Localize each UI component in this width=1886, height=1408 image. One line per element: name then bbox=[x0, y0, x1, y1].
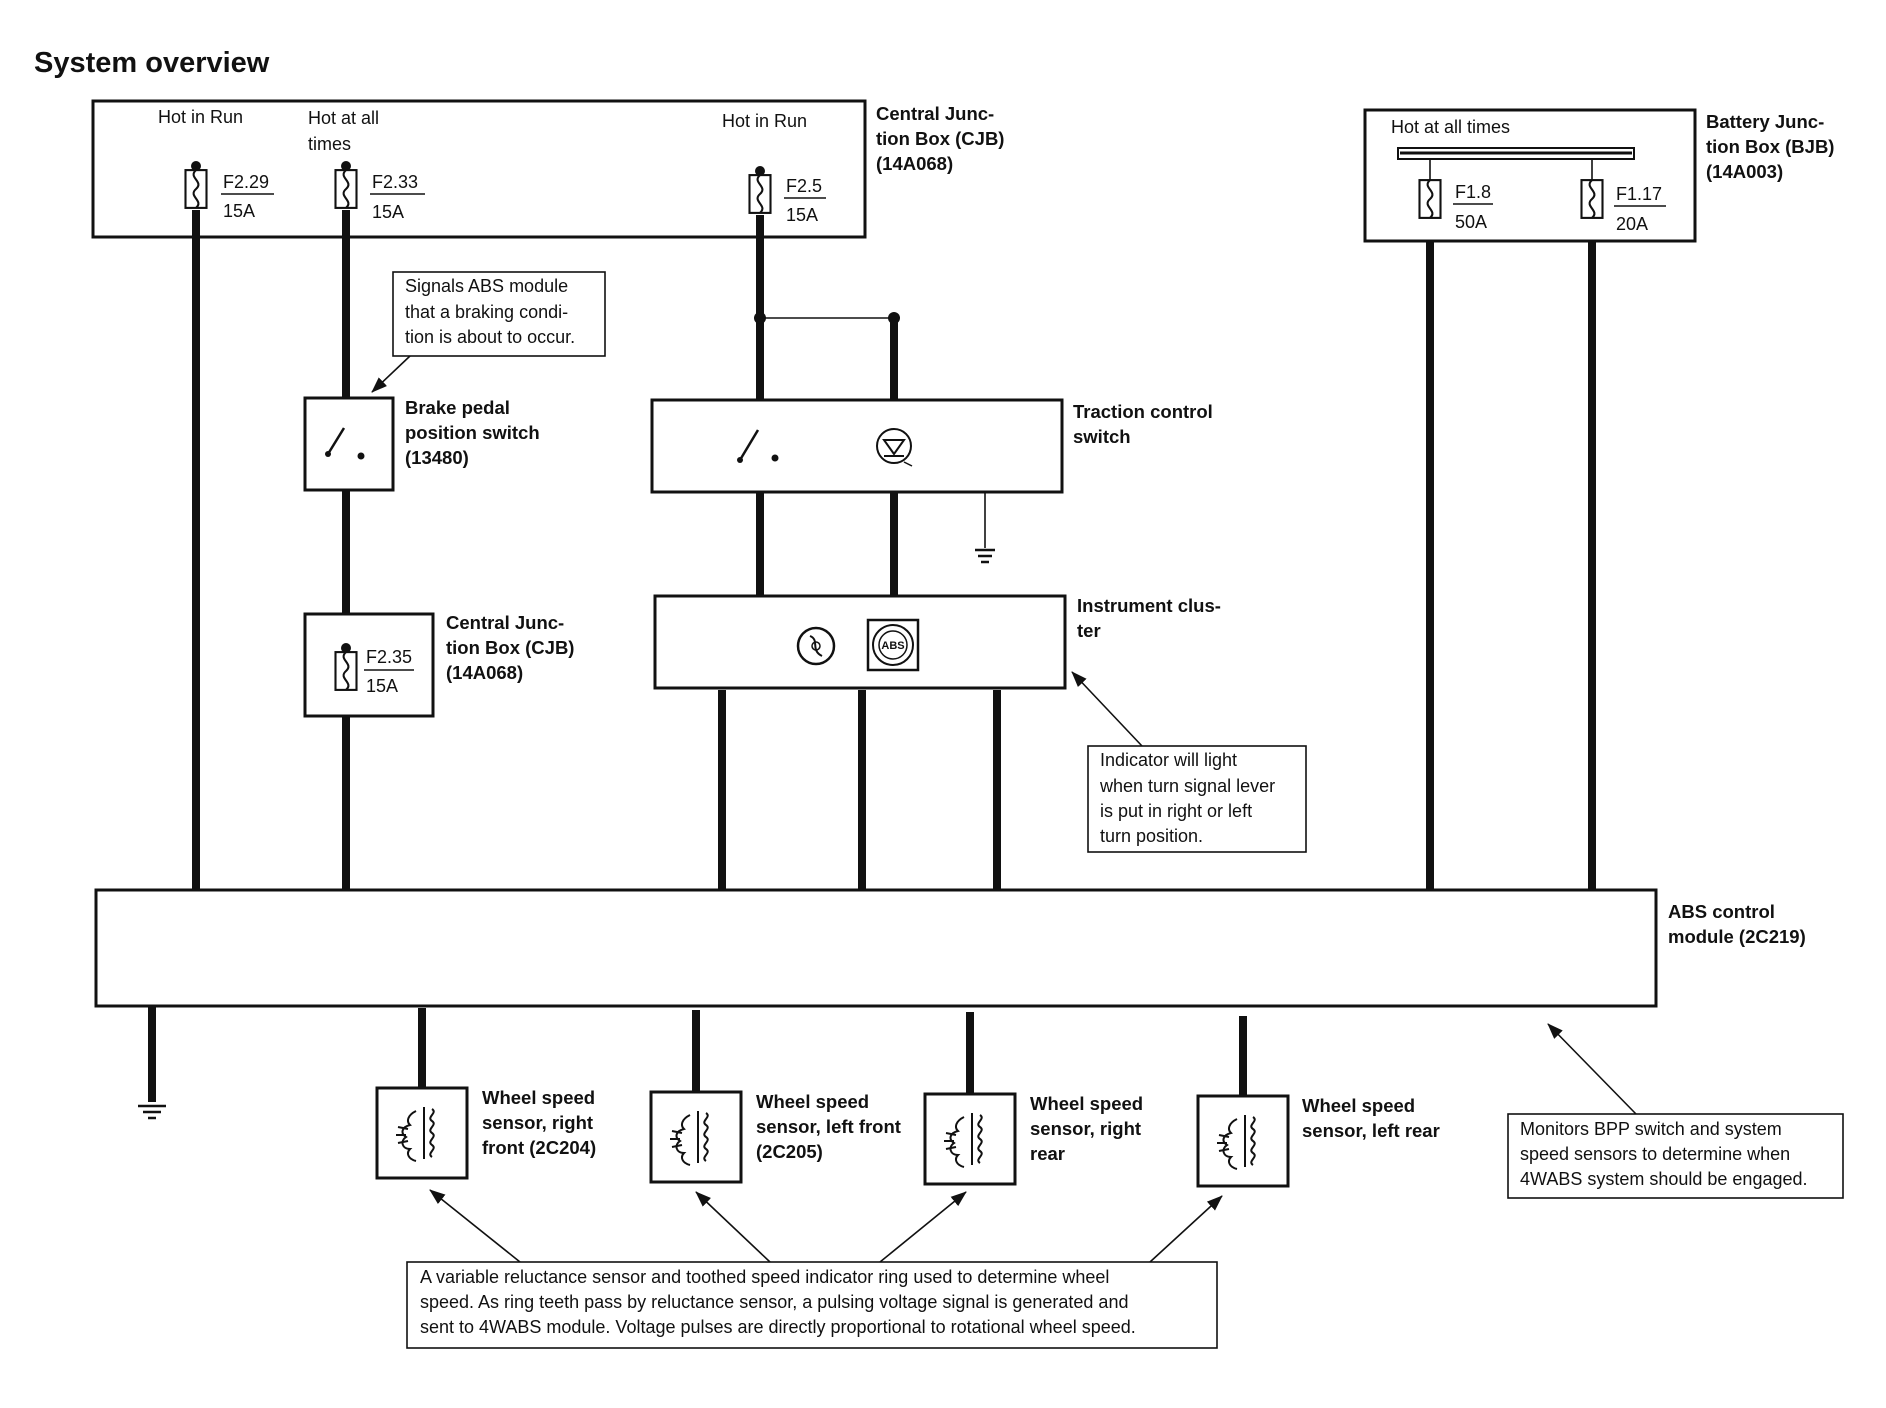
cluster-callout-text: Indicator will light when turn signal le… bbox=[1099, 750, 1280, 846]
svg-text:F1.17: F1.17 bbox=[1616, 184, 1662, 204]
svg-text:Wheel speed sensor, left: Wheel speed sensor, left front (2C205) bbox=[756, 1091, 906, 1162]
cjb-top: Central Junc- tion Box (CJB) (14A068) Ho… bbox=[91, 99, 1010, 239]
svg-text:Wheel speed sensor, left: Wheel speed sensor, left rear bbox=[1302, 1095, 1440, 1141]
sensor-callout-text: A variable reluctance sensor and toothed… bbox=[420, 1267, 1136, 1337]
wheel-sensor-left-front: Wheel speed sensor, left front (2C205) bbox=[649, 1090, 906, 1184]
svg-text:Wheel speed sensor, righ: Wheel speed sensor, right rear bbox=[1030, 1093, 1148, 1164]
abs-indicator-icon: ABS bbox=[866, 618, 920, 672]
abs-callout: Monitors BPP switch and system speed sen… bbox=[1507, 1023, 1844, 1199]
abs-control-module: ABS control module (2C219) bbox=[94, 888, 1806, 1008]
brake-switch-name: Brake pedal position switch (13480) bbox=[405, 397, 545, 468]
abs-callout-text: Monitors BPP switch and system speed sen… bbox=[1520, 1119, 1808, 1189]
svg-text:15A: 15A bbox=[786, 205, 818, 225]
traction-control-switch: Traction control switch bbox=[650, 398, 1218, 494]
fuse-f1-8: F1.8 50A bbox=[1418, 159, 1493, 232]
fuse-f2-29: F2.29 15A bbox=[184, 161, 274, 221]
svg-text:15A: 15A bbox=[372, 202, 404, 222]
hot-label-3: Hot in Run bbox=[722, 111, 807, 131]
bjb-box bbox=[1363, 108, 1697, 243]
svg-text:50A: 50A bbox=[1455, 212, 1487, 232]
hot-label-1: Hot in Run bbox=[158, 107, 243, 127]
wheel-sensor-right-rear: Wheel speed sensor, right rear bbox=[923, 1092, 1148, 1186]
traction-switch-name: Traction control switch bbox=[1073, 401, 1218, 447]
page-title: System overview bbox=[34, 47, 270, 79]
abs-module-box bbox=[94, 888, 1658, 1008]
traction-switch-box bbox=[650, 398, 1064, 494]
bjb-hot-label: Hot at all times bbox=[1391, 117, 1510, 137]
svg-text:F2.5: F2.5 bbox=[786, 176, 822, 196]
bjb: Hot at all times Battery Junc- tion Box … bbox=[1363, 108, 1840, 243]
cluster-callout: Indicator will light when turn signal le… bbox=[1071, 671, 1307, 853]
svg-text:F2.33: F2.33 bbox=[372, 172, 418, 192]
ground-icon bbox=[975, 548, 995, 564]
svg-text:20A: 20A bbox=[1616, 214, 1648, 234]
cjb-mid: F2.35 15A Central Junc- tion Box (CJB) (… bbox=[303, 612, 580, 718]
svg-text:F2.29: F2.29 bbox=[223, 172, 269, 192]
wheel-sensor-left-rear: Wheel speed sensor, left rear bbox=[1196, 1094, 1440, 1188]
brake-pedal-switch: Brake pedal position switch (13480) bbox=[303, 396, 545, 492]
svg-text:F2.35: F2.35 bbox=[366, 647, 412, 667]
cluster-name: Instrument clus- ter bbox=[1077, 595, 1226, 641]
svg-text:Wheel speed sensor, righ: Wheel speed sensor, right front (2C204) bbox=[482, 1087, 600, 1158]
sensor-callout: A variable reluctance sensor and toothed… bbox=[406, 1189, 1223, 1349]
cjb-mid-box bbox=[303, 612, 435, 718]
hot-label-2: Hot at all times bbox=[308, 108, 384, 154]
cjb-top-name: Central Junc- tion Box (CJB) (14A068) bbox=[876, 103, 1010, 174]
svg-text:15A: 15A bbox=[366, 676, 398, 696]
svg-text:15A: 15A bbox=[223, 201, 255, 221]
wheel-sensor-right-front: Wheel speed sensor, right front (2C204) bbox=[375, 1086, 600, 1180]
brake-switch-box bbox=[303, 396, 395, 492]
cluster-box bbox=[653, 594, 1067, 690]
traction-indicator-icon bbox=[796, 626, 836, 666]
brake-callout-text: Signals ABS module that a braking condi-… bbox=[405, 276, 575, 347]
cjb-top-box bbox=[91, 99, 867, 239]
svg-text:F1.8: F1.8 bbox=[1455, 182, 1491, 202]
bjb-name: Battery Junc- tion Box (BJB) (14A003) bbox=[1706, 111, 1840, 182]
fuse-f2-5: F2.5 15A bbox=[748, 166, 826, 225]
cjb-mid-name: Central Junc- tion Box (CJB) (14A068) bbox=[446, 612, 580, 683]
ground-icon bbox=[138, 1104, 166, 1120]
instrument-cluster: ABS Instrument clus- ter bbox=[653, 594, 1226, 690]
led-icon bbox=[876, 428, 913, 467]
fuse-f1-17: F1.17 20A bbox=[1580, 159, 1666, 234]
brake-callout: Signals ABS module that a braking condi-… bbox=[371, 271, 606, 393]
fuse-f2-33: F2.33 15A bbox=[334, 161, 425, 222]
abs-module-name: ABS control module (2C219) bbox=[1668, 901, 1806, 947]
svg-text:ABS: ABS bbox=[881, 640, 904, 652]
